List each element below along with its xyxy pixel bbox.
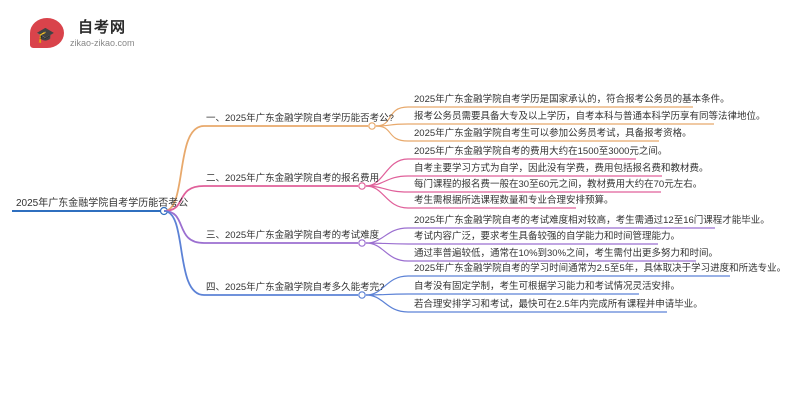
leaf-label: 自考没有固定学制，考生可根据学习能力和考试情况灵活安排。 bbox=[414, 281, 681, 292]
leaf-label: 2025年广东金融学院自考的考试难度相对较高，考生需通过12至16门课程才能毕业… bbox=[414, 215, 770, 226]
leaf-connector bbox=[375, 125, 409, 142]
branch-label: 三、2025年广东金融学院自考的考试难度 bbox=[206, 230, 380, 241]
leaf-label: 2025年广东金融学院自考的费用大约在1500至3000元之间。 bbox=[414, 146, 668, 157]
branch-label: 二、2025年广东金融学院自考的报名费用 bbox=[206, 173, 380, 184]
branch-junction bbox=[358, 239, 366, 247]
logo-url: zikao-zikao.com bbox=[70, 38, 135, 48]
leaf-label: 若合理安排学习和考试，最快可在2.5年内完成所有课程并申请毕业。 bbox=[414, 299, 703, 310]
logo-title: 自考网 bbox=[78, 19, 127, 36]
mindmap-diagram bbox=[12, 106, 730, 313]
branch-connector bbox=[163, 185, 205, 212]
leaf-label: 2025年广东金融学院自考学历是国家承认的，符合报考公务员的基本条件。 bbox=[414, 94, 730, 105]
leaf-label: 考试内容广泛，要求考生具备较强的自学能力和时间管理能力。 bbox=[414, 231, 681, 242]
branch-connector bbox=[163, 125, 205, 212]
site-logo[interactable]: 🎓 自考网 zikao-zikao.com bbox=[30, 16, 140, 56]
branch-label: 四、2025年广东金融学院自考多久能考完? bbox=[206, 282, 385, 293]
branch-junction bbox=[358, 291, 366, 299]
leaf-connector bbox=[365, 294, 409, 313]
leaf-label: 每门课程的报名费一般在30至60元之间，教材费用大约在70元左右。 bbox=[414, 179, 703, 190]
leaf-label: 报考公务员需要具备大专及以上学历，自考本科与普通本科学历享有同等法律地位。 bbox=[414, 111, 766, 122]
branch-connector bbox=[163, 210, 205, 244]
leaf-connector bbox=[365, 242, 409, 262]
branch-connector bbox=[163, 210, 205, 296]
logo-badge: 🎓 bbox=[30, 18, 64, 48]
leaf-connector bbox=[365, 185, 409, 209]
leaf-label: 通过率普遍较低，通常在10%到30%之间，考生需付出更多努力和时间。 bbox=[414, 248, 719, 259]
leaf-label: 自考主要学习方式为自学，因此没有学费，费用包括报名费和教材费。 bbox=[414, 163, 709, 174]
branch-junction bbox=[358, 182, 366, 190]
leaf-label: 考生需根据所选课程数量和专业合理安排预算。 bbox=[414, 195, 614, 206]
leaf-label: 2025年广东金融学院自考生可以参加公务员考试，具备报考资格。 bbox=[414, 128, 692, 139]
branch-label: 一、2025年广东金融学院自考学历能否考公? bbox=[206, 113, 394, 124]
graduation-cap-icon: 🎓 bbox=[36, 26, 55, 44]
leaf-label: 2025年广东金融学院自考的学习时间通常为2.5至5年，具体取决于学习进度和所选… bbox=[414, 263, 786, 274]
root-label: 2025年广东金融学院自考学历能否考公 bbox=[16, 198, 189, 209]
branch-junction bbox=[368, 122, 376, 130]
